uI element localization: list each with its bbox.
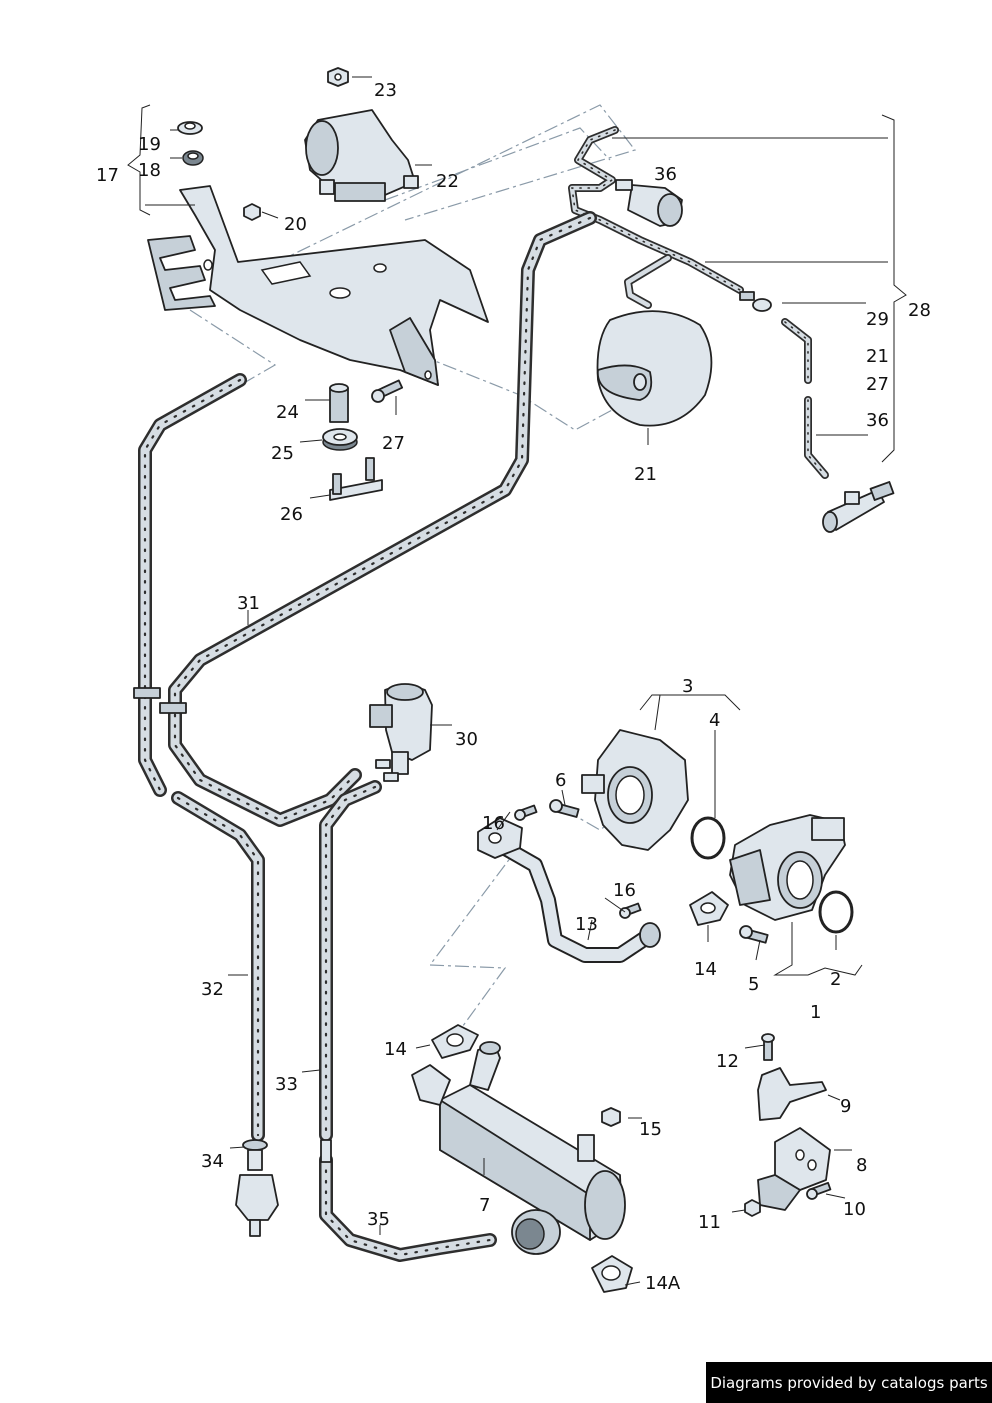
egr-cooler-7 [411,1041,626,1255]
hose-32 [171,791,265,1142]
label-22: 22 [436,171,459,192]
label-20: 20 [284,214,307,235]
label-31: 31 [237,593,260,614]
filter-36 [615,179,683,227]
hose-clip [133,687,161,699]
grommet-25 [322,428,358,451]
gasket-14-upper [689,891,729,926]
label-7: 7 [479,1195,490,1216]
t-connector [822,481,895,533]
footer-text: Diagrams provided by catalogs parts [710,1373,988,1392]
label-24: 24 [276,402,299,423]
hose-clip [159,702,187,714]
hose-35 [319,1153,497,1262]
label-18: 18 [138,160,161,181]
label-12: 12 [716,1051,739,1072]
filter-34 [235,1139,279,1237]
valve-30 [369,683,433,782]
label-25: 25 [271,443,294,464]
hose-31 [168,211,597,827]
label-33: 33 [275,1074,298,1095]
grommet-18-19 [177,121,204,166]
o-ring-2 [818,890,854,934]
label-23: 23 [374,80,397,101]
label-16-lower: 16 [613,880,636,901]
egr-valve-housing [729,814,846,921]
label-15: 15 [639,1119,662,1140]
bolt-10 [806,1181,832,1200]
vacuum-reservoir-21 [596,310,713,427]
leader-lines [127,76,907,1286]
assembly-guide-lines [179,104,781,1031]
connecting-pipe-13 [477,817,661,963]
label-34: 34 [201,1151,224,1172]
label-4: 4 [709,710,720,731]
solenoid-valve-22 [304,109,419,202]
label-11: 11 [698,1212,721,1233]
footer-credit: Diagrams provided by catalogs parts [706,1362,992,1403]
bolt-12 [761,1033,775,1061]
label-36-right: 36 [866,410,889,431]
throttle-housing-3 [581,729,689,851]
label-27-right: 27 [866,374,889,395]
bolt-6 [549,799,580,818]
label-13: 13 [575,914,598,935]
bolt-16 [514,804,538,821]
label-26: 26 [280,504,303,525]
label-5: 5 [748,974,759,995]
bolt-5 [739,925,769,944]
label-3: 3 [682,676,693,697]
gasket-14A [591,1255,633,1293]
label-14-upper: 14 [694,959,717,980]
o-ring-4 [690,816,726,860]
label-17: 17 [96,165,119,186]
holder-8 [757,1127,831,1211]
nut-11 [744,1199,761,1217]
label-2: 2 [830,969,841,990]
hose-connector-33 [320,1139,332,1163]
hose-33 [319,780,382,1142]
label-19: 19 [138,134,161,155]
label-27-upper: 27 [382,433,405,454]
label-1: 1 [810,1002,821,1023]
nut-20 [243,203,261,221]
label-28: 28 [908,300,931,321]
spacer-24 [329,383,349,423]
label-10: 10 [843,1199,866,1220]
label-21: 21 [634,464,657,485]
label-35: 35 [367,1209,390,1230]
bracket-17 [147,185,489,386]
nut-23 [327,67,349,87]
label-6: 6 [555,770,566,791]
stud-bracket-26 [329,457,383,501]
label-14-lower: 14 [384,1039,407,1060]
label-9: 9 [840,1096,851,1117]
label-21-right: 21 [866,346,889,367]
label-16-upper: 16 [482,813,505,834]
screw-27 [371,379,404,403]
label-14A: 14A [645,1273,681,1294]
part-number-labels: 23 22 19 18 17 20 24 25 26 27 36 29 28 2… [96,80,931,1294]
label-29: 29 [866,309,889,330]
hose-left [133,373,247,797]
connector-29 [739,291,772,312]
vacuum-line-group [568,126,829,479]
label-30: 30 [455,729,478,750]
gasket-14-lower [431,1024,479,1059]
label-32: 32 [201,979,224,1000]
label-8: 8 [856,1155,867,1176]
nut-15 [601,1107,621,1127]
bracket-9 [757,1067,827,1121]
label-36-upper: 36 [654,164,677,185]
